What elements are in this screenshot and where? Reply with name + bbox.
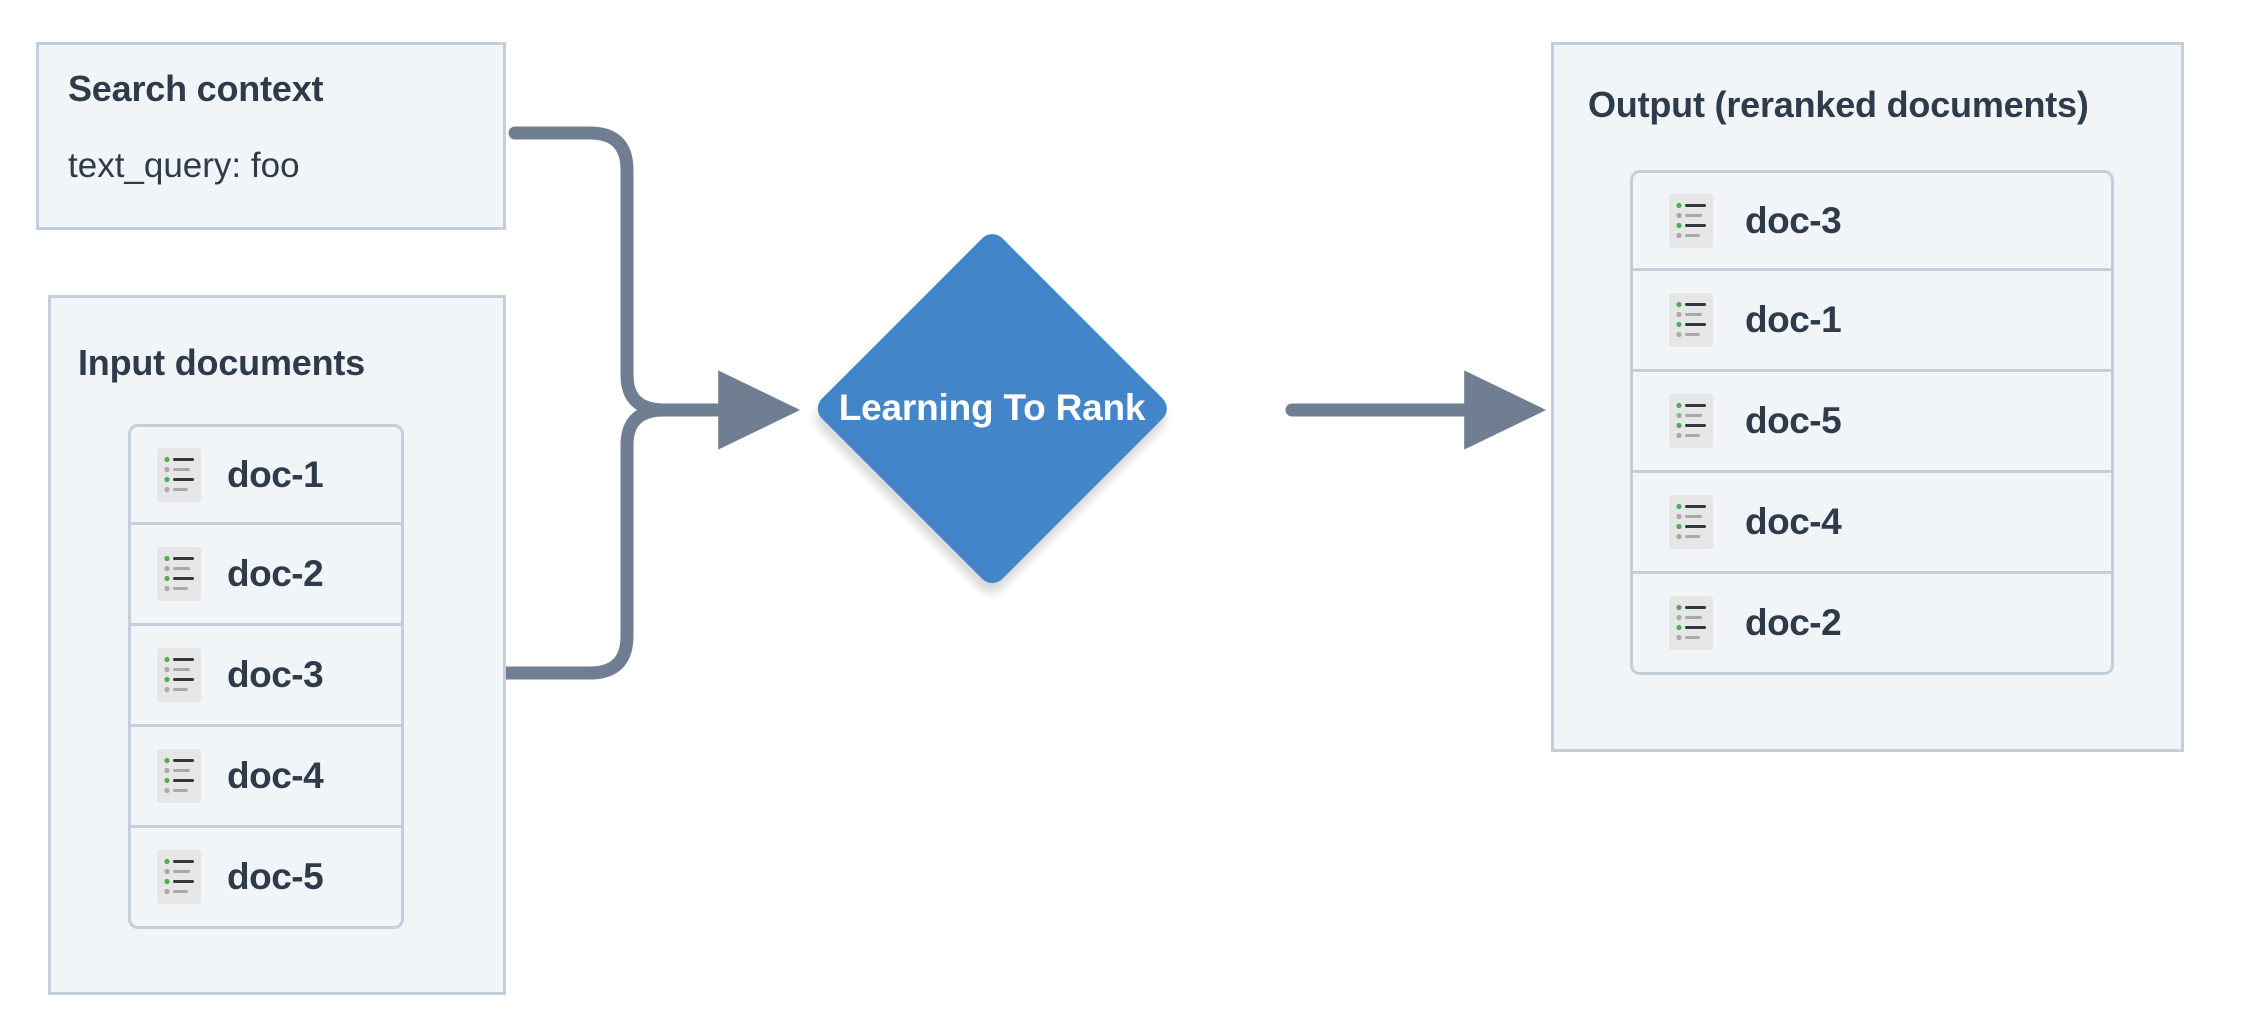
output-document-row[interactable]: doc-1 (1630, 271, 2114, 372)
document-list-icon (1669, 495, 1713, 549)
output-panel-title: Output (reranked documents) (1588, 84, 2089, 125)
input-documents-list: doc-1 doc-2 doc-3 doc-4 doc-5 (128, 424, 404, 929)
output-document-label: doc-1 (1745, 299, 1842, 340)
document-list-icon (157, 749, 201, 803)
input-document-row[interactable]: doc-5 (128, 828, 404, 929)
output-document-row[interactable]: doc-4 (1630, 473, 2114, 574)
output-document-row[interactable]: doc-2 (1630, 574, 2114, 675)
document-list-icon (157, 648, 201, 702)
output-document-label: doc-3 (1745, 199, 1842, 241)
input-document-label: doc-3 (227, 654, 324, 695)
connector-search-context-to-ltr (508, 126, 671, 417)
input-document-label: doc-1 (227, 453, 324, 495)
document-list-icon (1669, 596, 1713, 650)
input-document-label: doc-2 (227, 553, 324, 594)
output-document-row[interactable]: doc-3 (1630, 170, 2114, 271)
input-document-label: doc-4 (227, 755, 324, 796)
output-document-label: doc-2 (1745, 602, 1842, 643)
document-list-icon (157, 547, 201, 601)
document-list-icon (157, 447, 201, 502)
input-document-row[interactable]: doc-1 (128, 424, 404, 525)
search-context-query-text: text_query: foo (68, 146, 300, 185)
search-context-panel (36, 42, 506, 230)
input-document-label: doc-5 (227, 856, 324, 897)
input-document-row[interactable]: doc-4 (128, 727, 404, 828)
search-context-title: Search context (68, 68, 324, 109)
document-list-icon (1669, 193, 1713, 248)
document-list-icon (157, 850, 201, 904)
output-documents-list: doc-3 doc-1 doc-5 doc-4 doc-2 (1630, 170, 2114, 675)
output-document-label: doc-5 (1745, 400, 1842, 441)
input-document-row[interactable]: doc-2 (128, 525, 404, 626)
output-document-label: doc-4 (1745, 501, 1842, 542)
document-list-icon (1669, 293, 1713, 347)
input-document-row[interactable]: doc-3 (128, 626, 404, 727)
diamond-shape (811, 227, 1173, 589)
connector-input-documents-to-ltr (496, 403, 671, 680)
learning-to-rank-node[interactable]: Learning To Rank (811, 227, 1173, 589)
document-list-icon (1669, 394, 1713, 448)
input-documents-title: Input documents (78, 342, 365, 383)
output-document-row[interactable]: doc-5 (1630, 372, 2114, 473)
